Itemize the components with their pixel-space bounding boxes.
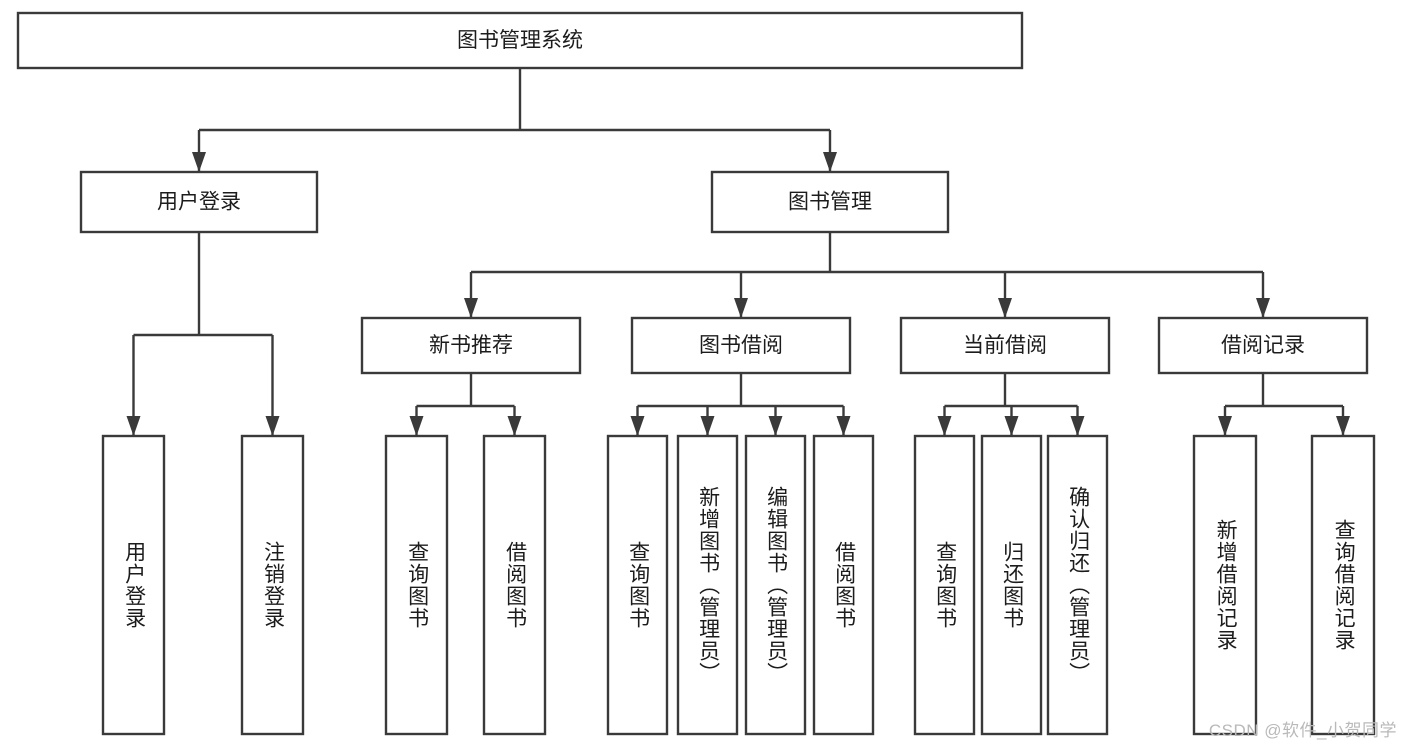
node-label-book-management: 图书管理 [788,191,872,214]
arrow-head-icon-borrow-record [1256,298,1270,318]
arrow-head-icon-leaf-edit-book-admin [768,416,783,436]
arrow-head-icon-leaf-query-book-recommend [409,416,424,436]
node-boxes-layer [16,11,1376,736]
node-box-borrow-record[interactable] [1157,316,1369,375]
node-label-root: 图书管理系统 [457,29,583,52]
node-label-user-login: 用户登录 [157,191,241,214]
arrow-head-icon-leaf-borrow-book-recommend [507,416,522,436]
node-leaf-query-book-recommend[interactable] [384,434,449,736]
node-leaf-query-book-current[interactable] [913,434,976,736]
arrow-head-icon-leaf-query-book-borrow [630,416,645,436]
arrow-head-icon-leaf-borrow-book-borrow [836,416,851,436]
arrow-head-icon-leaf-return-book [1004,416,1019,436]
node-book-management[interactable] [710,170,950,234]
node-box-current-borrow[interactable] [899,316,1111,375]
node-box-user-login[interactable] [79,170,319,234]
arrow-head-icon-leaf-user-login [126,416,141,436]
node-leaf-user-login[interactable] [101,434,166,736]
node-box-new-book-recommend[interactable] [360,316,582,375]
arrow-head-icon-new-book-recommend [464,298,478,318]
node-box-leaf-add-borrow-record[interactable] [1192,434,1258,736]
node-box-leaf-query-book-recommend[interactable] [384,434,449,736]
node-label-book-borrow: 图书借阅 [699,334,783,357]
node-box-leaf-return-book[interactable] [980,434,1043,736]
node-leaf-edit-book-admin[interactable] [744,434,807,736]
node-book-borrow[interactable] [630,316,852,375]
arrow-head-icon-current-borrow [998,298,1012,318]
node-current-borrow[interactable] [899,316,1111,375]
node-box-leaf-borrow-book-borrow[interactable] [812,434,875,736]
node-leaf-confirm-return-admin[interactable] [1046,434,1109,736]
node-box-root[interactable] [16,11,1024,70]
arrow-head-icon-leaf-query-book-current [937,416,952,436]
node-box-book-management[interactable] [710,170,950,234]
node-box-leaf-edit-book-admin[interactable] [744,434,807,736]
node-leaf-borrow-book-borrow[interactable] [812,434,875,736]
node-box-leaf-confirm-return-admin[interactable] [1046,434,1109,736]
arrow-head-icon-leaf-add-borrow-record [1218,416,1232,436]
node-leaf-query-book-borrow[interactable] [606,434,669,736]
arrow-head-icon-book-borrow [734,298,748,318]
arrow-head-icon-leaf-query-borrow-record [1336,416,1350,436]
node-box-leaf-user-login[interactable] [101,434,166,736]
node-borrow-record[interactable] [1157,316,1369,375]
node-root[interactable] [16,11,1024,70]
node-new-book-recommend[interactable] [360,316,582,375]
node-leaf-borrow-book-recommend[interactable] [482,434,547,736]
connector-edges-layer [126,68,1350,436]
node-box-leaf-add-book-admin[interactable] [676,434,739,736]
node-leaf-add-book-admin[interactable] [676,434,739,736]
node-box-leaf-query-book-borrow[interactable] [606,434,669,736]
arrow-head-icon-leaf-confirm-return-admin [1070,416,1085,436]
watermark-credit: CSDN @软件_小贺同学 [1208,721,1397,740]
node-label-new-book-recommend: 新书推荐 [429,334,513,357]
arrow-head-icon-book-management [823,152,837,172]
node-box-leaf-user-logout[interactable] [240,434,305,736]
node-user-login[interactable] [79,170,319,234]
node-leaf-user-logout[interactable] [240,434,305,736]
node-box-leaf-borrow-book-recommend[interactable] [482,434,547,736]
arrow-head-icon-leaf-add-book-admin [700,416,715,436]
node-box-book-borrow[interactable] [630,316,852,375]
node-leaf-add-borrow-record[interactable] [1192,434,1258,736]
node-label-current-borrow: 当前借阅 [963,334,1047,357]
node-box-leaf-query-borrow-record[interactable] [1310,434,1376,736]
node-box-leaf-query-book-current[interactable] [913,434,976,736]
node-leaf-query-borrow-record[interactable] [1310,434,1376,736]
node-leaf-return-book[interactable] [980,434,1043,736]
node-label-borrow-record: 借阅记录 [1221,334,1305,357]
arrow-head-icon-user-login [192,152,206,172]
arrow-head-icon-leaf-user-logout [265,416,280,436]
